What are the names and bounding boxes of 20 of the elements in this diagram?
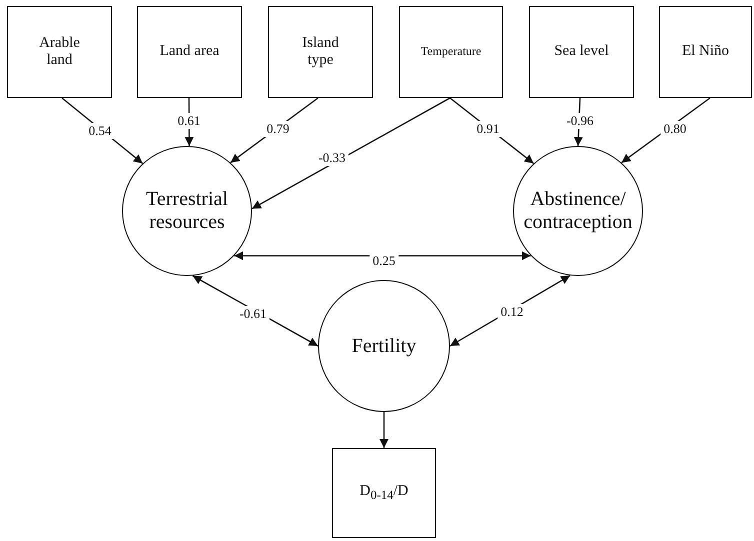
node-label: Sea level [554,43,609,61]
observed-variable-box [529,6,634,98]
node-label: Terrestrial resources [145,188,229,234]
observed-variable-box [137,6,242,98]
arrow [234,251,531,260]
arrow [252,97,450,210]
observed-variable-box [332,448,436,538]
observed-variable-box [659,6,752,98]
node-label: Abstinence/ contraception [522,188,634,234]
arrow [380,412,388,448]
node-label: El Niño [682,43,730,61]
observed-variable-box [399,6,503,98]
observed-variable-box [268,6,373,98]
node-label: Land area [160,43,220,61]
node-label: Fertility [352,334,416,358]
node-label: Arable land [38,34,81,70]
node-label: Island type [301,34,340,70]
node-label: D$_{0-14}$/D [360,483,408,503]
observed-variable-box [7,6,112,98]
node-label: Temperature [420,45,482,59]
